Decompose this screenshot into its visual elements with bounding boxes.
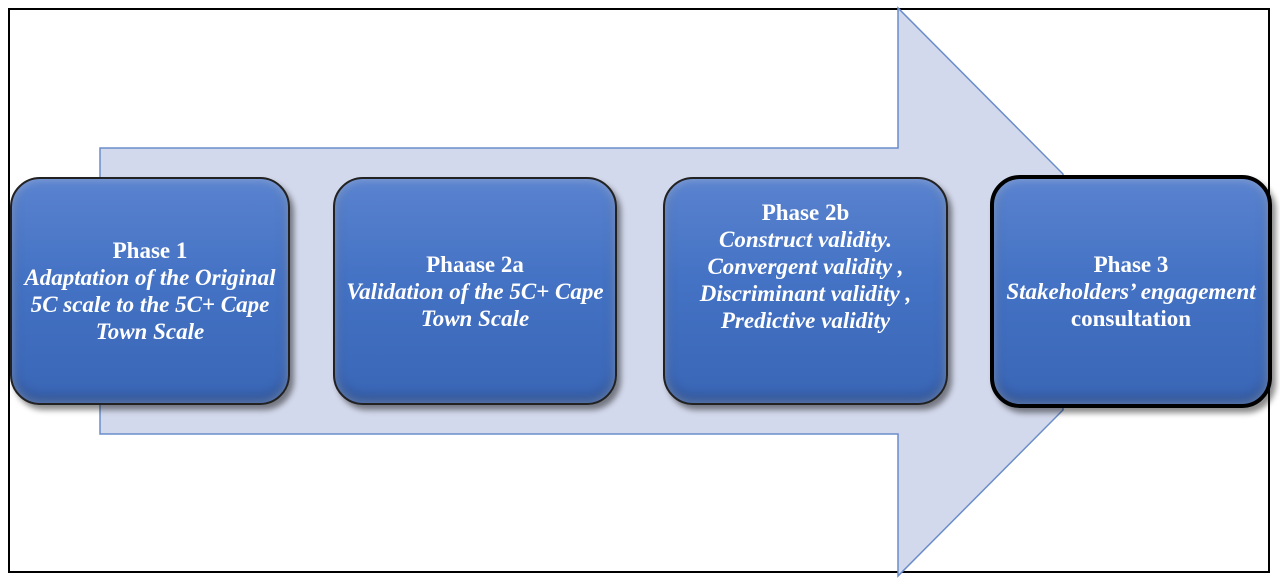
phase-3-box: Phase 3 Stakeholders’ engagement consult… bbox=[990, 175, 1272, 408]
phase-1-description: Adaptation of the Original 5C scale to t… bbox=[24, 265, 276, 344]
phase-2a-description: Validation of the 5C+ Cape Town Scale bbox=[346, 278, 604, 331]
phase-1-box: Phase 1 Adaptation of the Original 5C sc… bbox=[10, 177, 290, 405]
phase-1-title: Phase 1 bbox=[112, 238, 188, 263]
phase-2b-title: Phase 2b bbox=[761, 200, 850, 225]
phase-3-description: Stakeholders’ engagement bbox=[1006, 279, 1256, 304]
phase-2b-box: Phase 2b Construct validity. Convergent … bbox=[663, 177, 948, 405]
phase-2a-box: Phaase 2a Validation of the 5C+ Cape Tow… bbox=[333, 177, 617, 405]
phase-2a-title: Phaase 2a bbox=[426, 251, 524, 277]
phase-3-title: Phase 3 bbox=[1093, 252, 1169, 277]
phase-3-consultation: consultation bbox=[1070, 306, 1192, 331]
phase-2b-description: Construct validity. Convergent validity … bbox=[699, 227, 912, 333]
